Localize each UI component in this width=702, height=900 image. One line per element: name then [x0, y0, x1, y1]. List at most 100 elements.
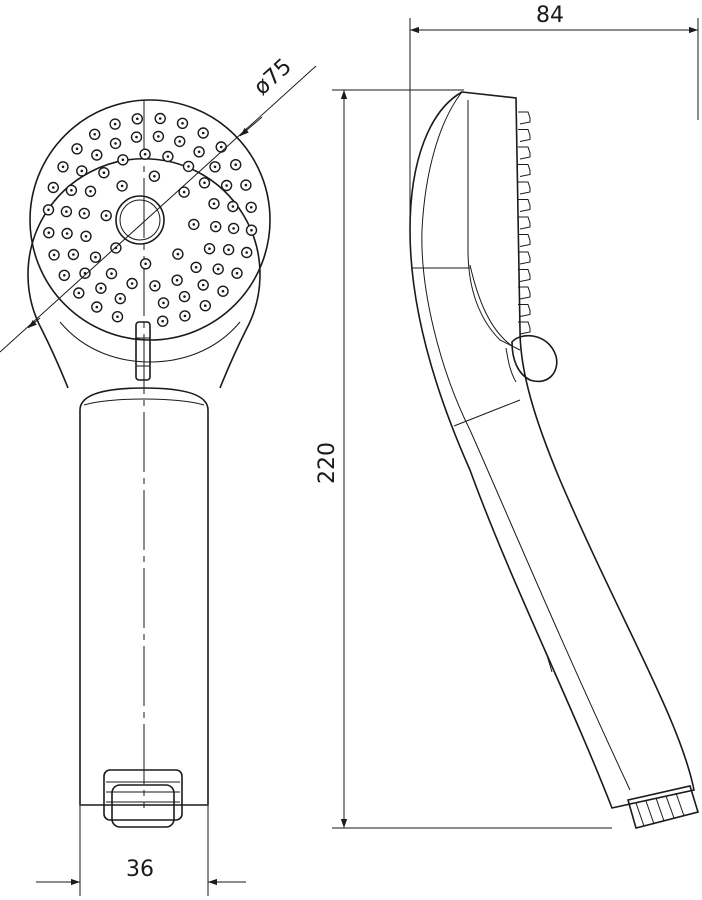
side-nozzle-tooth — [518, 181, 531, 195]
nozzle-dot — [61, 165, 65, 169]
nozzle-dot — [225, 184, 228, 187]
nozzle-dot — [135, 135, 138, 139]
nozzle-dot — [63, 274, 66, 277]
handle-width-label: 36 — [126, 857, 154, 882]
nozzle-dot — [83, 212, 86, 215]
nozzle-dot — [113, 122, 117, 126]
nozzle-dot — [110, 272, 113, 275]
nozzle-dot — [227, 248, 230, 251]
nozzle-dot — [89, 190, 92, 193]
nozzle-dot — [234, 163, 237, 166]
nozzle-dot — [77, 291, 81, 295]
side-inner-contour — [421, 91, 631, 791]
nozzle-dot — [99, 286, 103, 290]
nozzle-dot — [70, 189, 73, 192]
nozzle-dot — [136, 117, 139, 121]
nozzle-dot — [231, 205, 235, 208]
side-nozzle-tooth — [518, 269, 531, 282]
nozzle-dot — [175, 278, 179, 282]
nozzle-dot — [166, 155, 170, 158]
front-thread-connector — [103, 769, 183, 828]
handle-seam — [83, 398, 205, 406]
nozzle-dot — [219, 145, 223, 149]
nozzle-dot — [235, 271, 239, 275]
nozzle-dot — [80, 169, 84, 173]
nozzle-dot — [187, 165, 190, 168]
nozzle-dot — [161, 319, 164, 323]
side-nozzle-tooth — [518, 251, 531, 265]
mode-switch-tab — [135, 321, 151, 381]
side-nozzle-tooth — [518, 286, 531, 300]
nozzle-dot — [204, 304, 207, 308]
front-view — [27, 99, 271, 828]
dimension-depth: 84 — [409, 3, 699, 230]
nozzle-dot — [102, 171, 106, 174]
nozzle-dot — [232, 227, 235, 230]
nozzle-dot — [52, 253, 56, 257]
nozzle-dot — [213, 165, 217, 169]
nozzle-dot — [176, 252, 180, 256]
nozzle-dot — [208, 247, 211, 250]
side-nozzle-tooth — [518, 199, 531, 212]
side-view — [409, 91, 700, 829]
side-nozzle-tooth — [518, 111, 531, 125]
side-nozzle-tooth — [518, 304, 531, 317]
nozzle-dot — [162, 301, 165, 305]
nozzle-dot — [72, 253, 75, 256]
nozzle-dot — [245, 251, 248, 254]
nozzle-dot — [119, 297, 122, 300]
nozzle-dot — [194, 266, 198, 269]
spray-face-ring — [29, 99, 271, 341]
side-nozzle-tooth — [518, 234, 531, 247]
nozzle-dot — [95, 305, 99, 309]
nozzle-dot — [130, 282, 134, 285]
nozzle-dot — [158, 117, 162, 120]
nozzle-dot — [182, 190, 186, 194]
nozzle-dot — [65, 232, 69, 235]
nozzle-dot — [121, 158, 125, 162]
nozzle-dot — [178, 140, 181, 143]
mode-lever — [511, 335, 558, 383]
nozzle-dot — [114, 142, 117, 145]
nozzle-dot — [192, 223, 196, 226]
nozzle-dot — [153, 174, 156, 178]
nozzle-dot — [201, 131, 205, 135]
nozzle-dot — [214, 225, 217, 228]
side-nozzle-tooth — [518, 321, 531, 335]
side-nozzle-tooth — [518, 164, 531, 177]
nozzle-dot — [221, 289, 225, 293]
side-nozzle-tooth — [518, 129, 531, 142]
nozzle-dot — [197, 150, 201, 154]
nozzle-dot — [120, 184, 124, 188]
nozzle-dot — [201, 283, 205, 287]
side-thread-connector — [626, 785, 700, 829]
nozzle-dot — [203, 181, 206, 185]
nozzle-dot — [157, 135, 160, 138]
nozzle-dot — [181, 122, 184, 125]
handle-body — [79, 387, 209, 806]
depth-label: 84 — [536, 3, 564, 28]
nozzle-dot — [52, 186, 55, 189]
side-nozzle-tooth — [518, 216, 531, 230]
nozzle-dot — [183, 295, 186, 298]
side-profile-outline — [409, 91, 695, 809]
nozzle-dot — [183, 314, 187, 318]
dimension-handle-width: 36 — [36, 806, 246, 896]
nozzle-dot — [93, 133, 96, 136]
nozzle-dot — [75, 147, 79, 151]
nozzle-dot — [47, 231, 51, 234]
diameter-label: ø75 — [249, 54, 297, 100]
nozzle-dot — [95, 153, 99, 157]
nozzle-dot — [212, 202, 216, 205]
nozzle-dot — [104, 214, 108, 217]
side-nozzle-tooth — [518, 146, 531, 160]
spray-nozzles — [42, 112, 258, 327]
dimension-length: 220 — [315, 89, 612, 829]
nozzle-dot — [153, 284, 157, 288]
side-spray-nozzles — [518, 111, 531, 335]
nozzle-dot — [116, 315, 119, 319]
nozzle-dot — [244, 183, 248, 187]
nozzle-dot — [47, 208, 50, 212]
nozzle-dot — [144, 262, 147, 266]
